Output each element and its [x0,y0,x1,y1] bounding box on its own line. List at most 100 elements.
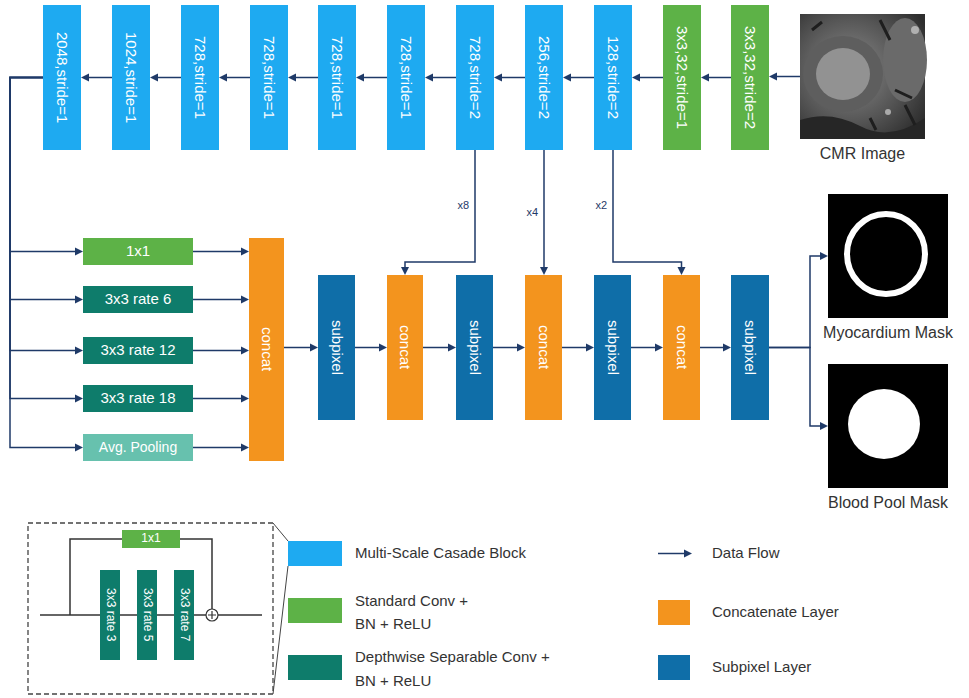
image-caption: Myocardium Mask [823,324,953,342]
connector-line [613,150,682,267]
data-flow-arrow [81,74,112,82]
cascade-block: 256,stride=2 [525,5,563,150]
block-label: Avg. Pooling [99,440,177,455]
mask-ring [847,214,925,294]
block-label: 728,stride=1 [398,36,415,119]
cascade-block: 728,stride=1 [318,5,356,150]
concat-layer: concat [249,238,284,461]
arrowhead [379,344,387,352]
block-label: 3x3 rate 18 [100,390,175,407]
connector-line [493,347,517,349]
block-label: 128,stride=2 [605,36,622,119]
data-flow-arrow [632,74,663,82]
connector-line [709,77,731,79]
block-label: 1x1 [141,532,160,545]
arrowhead [540,267,548,275]
edge-label: x2 [593,199,609,212]
block-label: 3x3,32,stride=2 [742,26,759,129]
cascade-block: 728,stride=1 [250,5,288,150]
cmr-speckle [885,109,891,115]
connector-line [562,347,586,349]
connector-line [120,614,137,616]
arrowhead [241,248,249,256]
arrowhead [678,267,686,275]
connector-line [777,76,800,78]
data-flow-arrow [150,74,181,82]
arrowhead [241,444,249,452]
block-label: subpixel [328,320,345,375]
arrowhead [75,248,83,256]
data-flow-arrow [193,395,249,403]
block-label: 728,stride=1 [261,36,278,119]
image-panel: Blood Pool Mask [828,364,948,488]
conv-block: 3x3,32,stride=2 [731,5,769,150]
data-flow-arrow [288,74,318,82]
block-label: 3x3 rate 5 [140,588,153,641]
cascade-block: 728,stride=1 [387,5,425,150]
arrowhead [820,422,828,430]
connector-line [193,299,241,301]
arrowhead [769,73,777,81]
arrowhead [75,347,83,355]
mask-disc [848,389,920,459]
cmr-wall [803,36,883,112]
block-label: subpixel [466,320,483,375]
cmr-tissue [883,18,927,102]
arrowhead [310,344,318,352]
connector-line [284,347,310,349]
legend-swatch [658,655,690,680]
connector-line [157,614,174,616]
legend-line-sample [658,541,694,566]
connector-line [364,77,387,79]
legend-arrowhead [684,550,692,558]
arrowhead [81,74,89,82]
arrowhead [494,74,502,82]
sum-symbol [206,609,218,621]
data-flow-arrow [425,74,456,82]
block-label: 1x1 [126,243,150,260]
connector-line [227,77,250,79]
arrowhead [701,74,709,82]
legend-swatch [288,655,342,680]
edge-label: x4 [524,206,540,219]
arrowhead [75,444,83,452]
cascade-block: 1024,stride=1 [112,5,150,150]
arrowhead [75,395,83,403]
inset [28,523,288,694]
legend-text: Concatenate Layer [712,603,912,621]
data-flow-arrow [219,74,250,82]
connector-line [193,251,241,253]
block-label: 3x3 rate 12 [100,342,175,359]
legend-text: Multi-Scale Casade Block [355,544,615,562]
data-flow-arrow [423,344,456,352]
data-flow-arrow [563,74,594,82]
cmr-shadow [800,116,925,139]
data-flow-arrow [493,344,525,352]
separable-conv-block: 3x3 rate 18 [83,385,193,412]
data-flow-arrow [494,74,525,82]
separable-conv-block: 3x3 rate 6 [83,286,193,313]
connector-line [89,77,112,79]
separable-conv-block: 3x3 rate 12 [83,337,193,364]
data-flow-arrow [401,150,475,275]
inset-wire [218,614,262,616]
legend-line [658,553,684,555]
connector-line [571,77,594,79]
block-label: concat [535,325,552,369]
block-label: 256,stride=2 [536,36,553,119]
cmr-image [800,14,927,139]
connector-line [355,347,379,349]
cascade-block: 728,stride=1 [181,5,219,150]
connector-line [769,348,820,427]
block-label: 3x3 rate 3 [103,588,116,641]
image-caption: Blood Pool Mask [828,494,948,512]
block-label: 728,stride=1 [329,36,346,119]
data-flow-arrow [193,296,249,304]
block-label: 3x3,32,stride=1 [674,26,691,129]
data-flow-arrow [540,150,548,275]
subpixel-layer: subpixel [456,275,493,420]
connector-line [193,447,241,449]
data-flow-arrow [120,615,137,616]
legend-text: Data Flow [712,544,912,562]
blood-pool-mask [828,364,948,488]
